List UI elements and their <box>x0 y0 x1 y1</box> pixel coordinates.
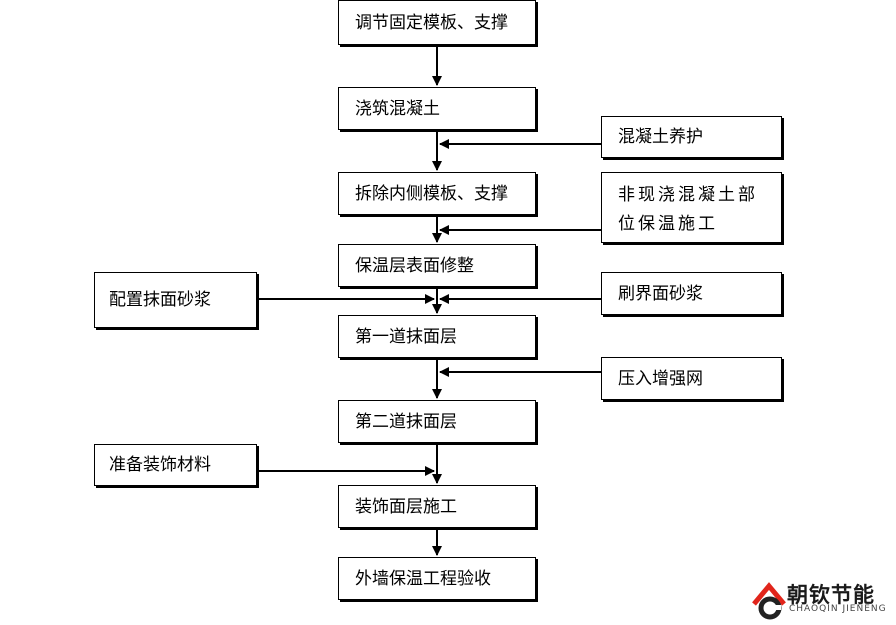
input-interface-mortar: 刷界面砂浆 <box>601 272 782 315</box>
step-pour-concrete: 浇筑混凝土 <box>338 87 536 130</box>
step-second-plaster: 第二道抹面层 <box>338 400 536 443</box>
step-surface-trim: 保温层表面修整 <box>338 244 536 287</box>
step-acceptance: 外墙保温工程验收 <box>338 557 536 600</box>
input-non-cast-insulation: 非现浇混凝土部位保温施工 <box>601 172 782 243</box>
logo-mark <box>752 582 786 620</box>
logo-house-icon <box>752 582 786 606</box>
logo-subtitle: CHAOQIN JIENENG <box>789 604 887 614</box>
step-decor-finish: 装饰面层施工 <box>338 485 536 528</box>
input-decor-material: 准备装饰材料 <box>94 444 257 486</box>
step-remove-formwork: 拆除内侧模板、支撑 <box>338 172 536 215</box>
step-first-plaster: 第一道抹面层 <box>338 315 536 358</box>
input-press-mesh: 压入增强网 <box>601 357 782 400</box>
input-plaster-mortar: 配置抹面砂浆 <box>94 272 257 328</box>
input-concrete-curing: 混凝土养护 <box>601 116 782 158</box>
step-adjust-formwork: 调节固定模板、支撑 <box>338 0 536 45</box>
logo-text: 朝钦节能 <box>787 583 875 607</box>
